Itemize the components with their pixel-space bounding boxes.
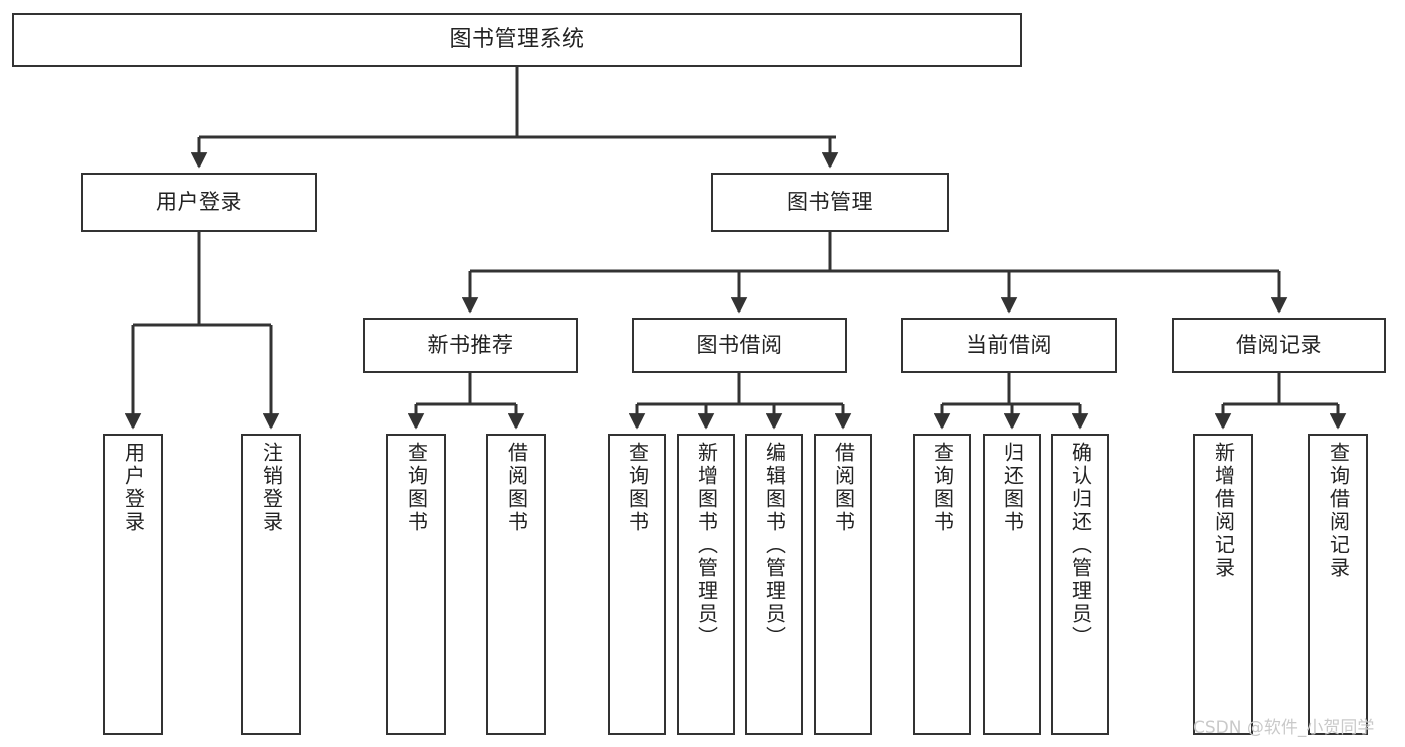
node-leaf-query-book-2-label: 查询图书 — [625, 442, 650, 534]
node-leaf-confirm-return[interactable]: 确认归还（管理员） — [1051, 434, 1109, 735]
node-leaf-query-book-2[interactable]: 查询图书 — [608, 434, 666, 735]
node-leaf-query-book-3[interactable]: 查询图书 — [913, 434, 971, 735]
node-leaf-edit-book-label: 编辑图书（管理员） — [762, 442, 787, 649]
node-borrow-record-label: 借阅记录 — [1236, 333, 1322, 358]
node-leaf-logout[interactable]: 注销登录 — [241, 434, 301, 735]
node-leaf-edit-book[interactable]: 编辑图书（管理员） — [745, 434, 803, 735]
node-leaf-query-book-3-label: 查询图书 — [930, 442, 955, 534]
node-leaf-query-record[interactable]: 查询借阅记录 — [1308, 434, 1368, 735]
node-book-manage[interactable]: 图书管理 — [711, 173, 949, 232]
node-leaf-query-book-1-label: 查询图书 — [404, 442, 429, 534]
node-leaf-query-book-1[interactable]: 查询图书 — [386, 434, 446, 735]
node-book-manage-label: 图书管理 — [787, 190, 873, 215]
node-root[interactable]: 图书管理系统 — [12, 13, 1022, 67]
node-leaf-return-book-label: 归还图书 — [1000, 442, 1025, 534]
node-book-borrow-label: 图书借阅 — [696, 333, 783, 358]
node-leaf-return-book[interactable]: 归还图书 — [983, 434, 1041, 735]
node-borrow-record[interactable]: 借阅记录 — [1172, 318, 1386, 373]
node-leaf-add-book[interactable]: 新增图书（管理员） — [677, 434, 735, 735]
node-leaf-borrow-book-2-label: 借阅图书 — [831, 442, 856, 534]
node-current-borrow[interactable]: 当前借阅 — [901, 318, 1117, 373]
node-leaf-add-record-label: 新增借阅记录 — [1211, 442, 1236, 580]
node-new-book-recommend[interactable]: 新书推荐 — [363, 318, 578, 373]
node-leaf-add-book-label: 新增图书（管理员） — [694, 442, 719, 649]
node-leaf-query-record-label: 查询借阅记录 — [1326, 442, 1351, 580]
node-leaf-borrow-book-2[interactable]: 借阅图书 — [814, 434, 872, 735]
node-user-login-label: 用户登录 — [156, 190, 242, 215]
node-leaf-user-login[interactable]: 用户登录 — [103, 434, 163, 735]
node-user-login[interactable]: 用户登录 — [81, 173, 317, 232]
node-leaf-borrow-book-1-label: 借阅图书 — [504, 442, 529, 534]
csdn-watermark: CSDN @软件_小贺同学 — [1193, 718, 1375, 738]
node-new-book-recommend-label: 新书推荐 — [427, 333, 514, 358]
node-leaf-borrow-book-1[interactable]: 借阅图书 — [486, 434, 546, 735]
node-leaf-confirm-return-label: 确认归还（管理员） — [1068, 442, 1093, 649]
node-root-label: 图书管理系统 — [449, 27, 585, 53]
node-leaf-user-login-label: 用户登录 — [121, 442, 146, 534]
node-leaf-logout-label: 注销登录 — [259, 442, 284, 534]
node-current-borrow-label: 当前借阅 — [966, 333, 1052, 358]
node-leaf-add-record[interactable]: 新增借阅记录 — [1193, 434, 1253, 735]
node-book-borrow[interactable]: 图书借阅 — [632, 318, 847, 373]
